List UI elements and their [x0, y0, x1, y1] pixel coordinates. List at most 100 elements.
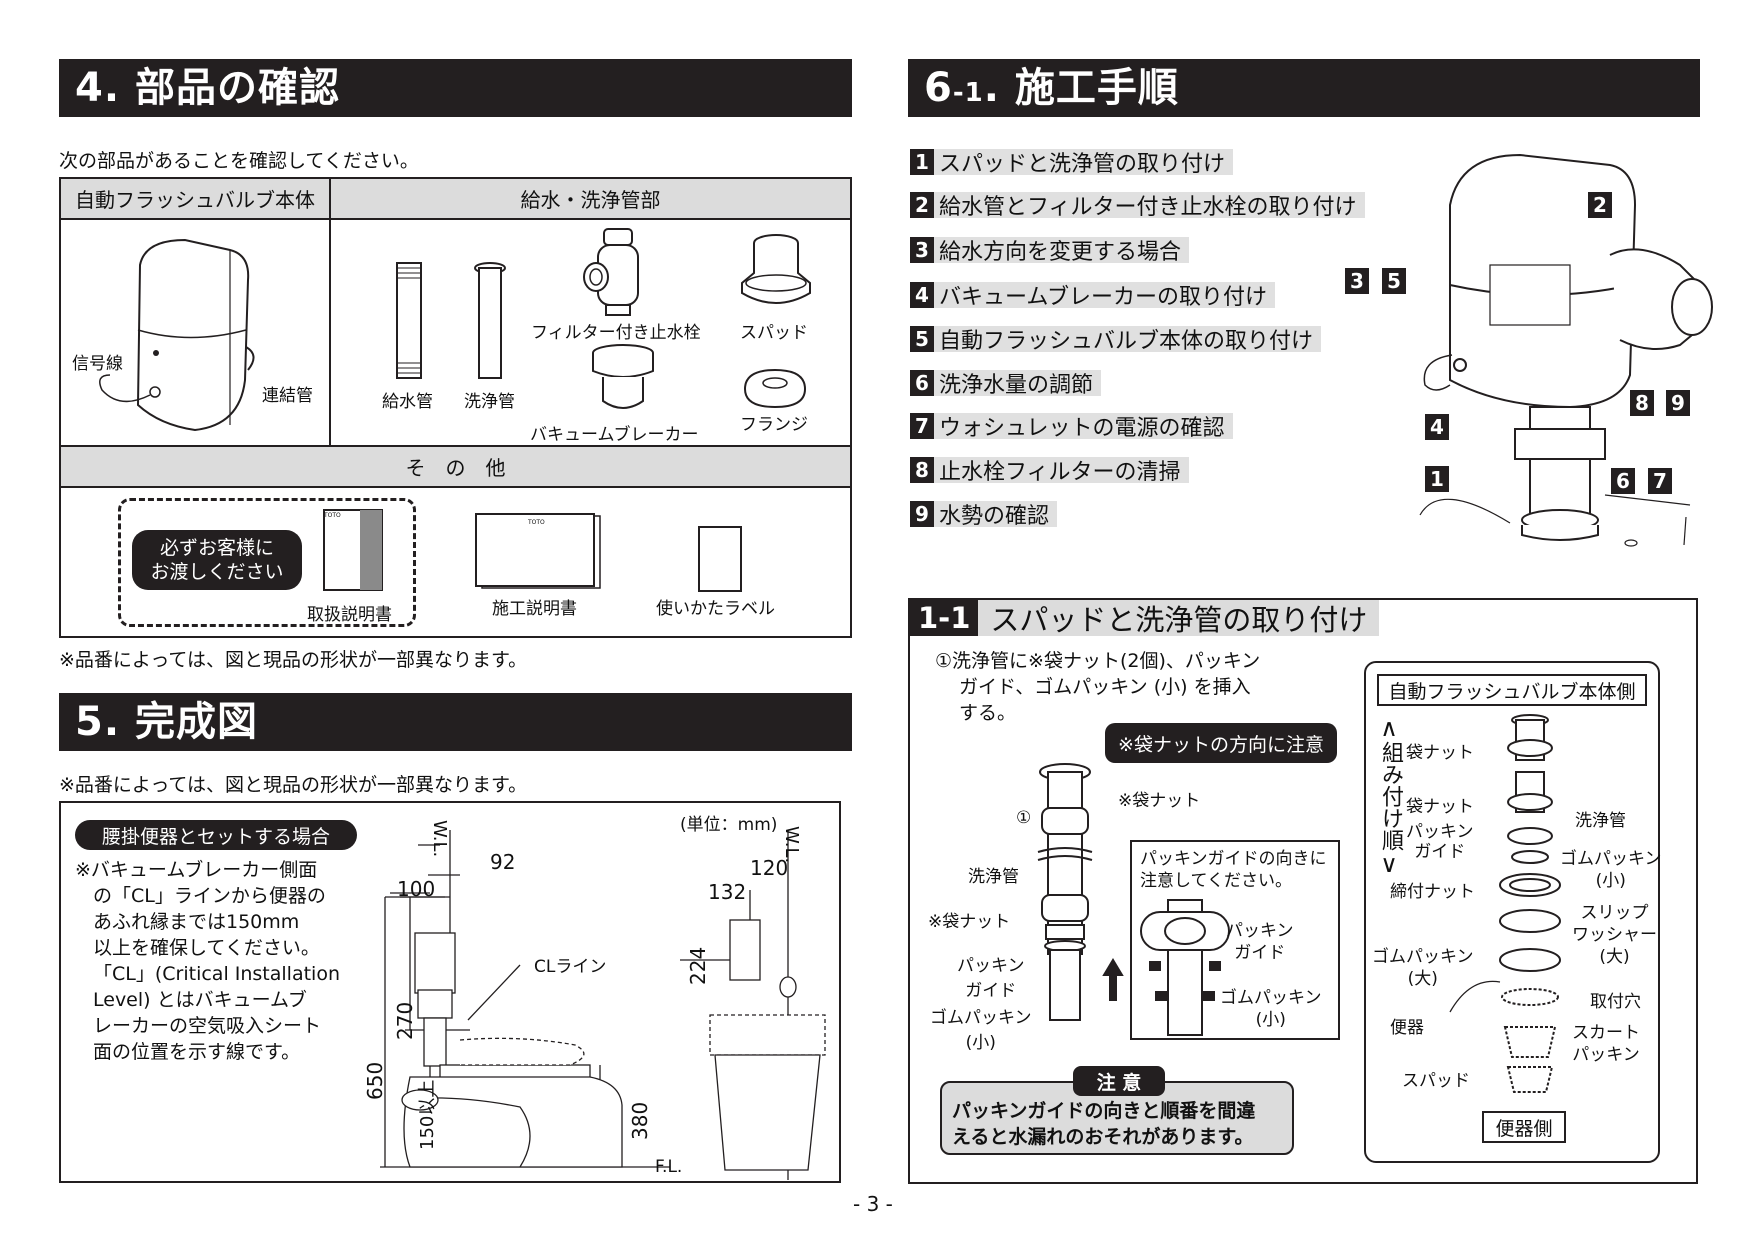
exp-label-rubber-small: ゴムパッキン (小) [1560, 849, 1662, 891]
section11-header: 1-1 スパッドと洗浄管の取り付け [910, 600, 1380, 637]
side-water-level: W.L. [429, 820, 450, 858]
exp-label-toilet: 便器 [1390, 1018, 1424, 1038]
assembly-overview-drawing [1419, 153, 1713, 547]
dim-92: 92 [490, 850, 516, 874]
dim-270: 270 [393, 1001, 417, 1040]
label-user-manual: 取扱説明書 [307, 605, 392, 625]
tag-8: 8 [1630, 390, 1654, 416]
label-usage-label: 使いかたラベル [656, 599, 775, 619]
inset-label-rubber: ゴムパッキン (小) [1220, 988, 1322, 1030]
toilet-set-badge: 腰掛便器とセットする場合 [75, 820, 357, 850]
parts-table [59, 177, 852, 638]
exploded-parts-drawing [1449, 714, 1561, 1093]
dim-224: 224 [686, 946, 710, 985]
exp-label-spud: スパッド [1402, 1071, 1470, 1091]
flush-pipe-assembly-drawing [1037, 763, 1124, 1021]
dim-650: 650 [363, 1061, 387, 1100]
section11-box [908, 598, 1698, 1184]
page-number: - 3 - [853, 1192, 893, 1216]
side-view-drawing [380, 830, 670, 1168]
label-connector-pipe: 連結管 [262, 386, 313, 406]
other-header: そ の 他 [61, 447, 850, 488]
section4-footnote: ※品番によっては、図と現品の形状が一部異なります。 [59, 649, 528, 671]
front-water-level: W.L. [781, 826, 802, 864]
label-vacuum-breaker: バキュームブレーカー [530, 425, 699, 445]
label-filter-valve: フィルター付き止水栓 [531, 323, 701, 343]
spud-illustration [741, 234, 811, 304]
section61-title: 6-1. 施工手順 [908, 59, 1700, 117]
dim-120: 120 [750, 856, 789, 880]
tag-1: 1 [1425, 466, 1449, 492]
exp-label-tighten-nut: 締付ナット [1390, 882, 1475, 902]
exp-label-hole: 取付穴 [1590, 992, 1641, 1012]
floor-level: F.L. [655, 1157, 683, 1177]
exp-label-nut2: 袋ナット [1406, 797, 1474, 817]
nut-direction-callout: ※袋ナットの方向に注意 [1105, 723, 1337, 763]
filter-valve-illustration [583, 228, 639, 316]
hand-over-group [118, 498, 416, 627]
tag-6: 6 [1611, 468, 1635, 494]
tag-3: 3 [1345, 268, 1369, 294]
label-rubber-packing-small: ゴムパッキン (小) [930, 1008, 1032, 1053]
flush-pipe-illustration [474, 262, 506, 379]
label-nut-top: ※袋ナット [1118, 791, 1201, 811]
exp-label-guide: パッキン ガイド [1406, 822, 1474, 862]
dim-380: 380 [628, 1101, 652, 1140]
label-signal-wire: 信号線 [72, 354, 123, 374]
col-header-main-unit: 自動フラッシュバルブ本体 [61, 179, 329, 220]
label-supply-pipe: 給水管 [382, 392, 433, 412]
exploded-view-box [1364, 661, 1660, 1163]
tag-2: 2 [1588, 192, 1612, 218]
inset-label-guide: パッキン ガイド [1226, 921, 1294, 963]
vacuum-breaker-illustration [592, 344, 654, 409]
flange-illustration [743, 368, 807, 409]
inset-packing-drawing [1140, 899, 1230, 1036]
install-manual-brand: TOTO [528, 519, 545, 526]
exploded-header: 自動フラッシュバルブ本体側 [1377, 674, 1647, 706]
completion-figure-box [59, 801, 841, 1183]
caution-title: 注 意 [1073, 1066, 1165, 1096]
cl-note: ※バキュームブレーカー側面 の「CL」ラインから便器の あふれ縁までは150mm… [75, 859, 340, 1063]
tag-5: 5 [1382, 268, 1406, 294]
label-nut-bottom: ※袋ナット [928, 912, 1011, 932]
section5-title: 5. 完成図 [59, 693, 852, 751]
assembly-order-vertical: ∧ 組み付け順 ∨ [1378, 714, 1403, 878]
section11-instruction: ①洗浄管に※袋ナット(2個)、パッキン ガイド、ゴムパッキン (小) を挿入 す… [935, 650, 1261, 724]
circle-one-label: ① [1016, 808, 1032, 828]
section4-intro: 次の部品があることを確認してください。 [59, 150, 419, 172]
dim-100: 100 [397, 877, 436, 901]
label-flange: フランジ [740, 415, 808, 435]
exp-label-rubber-large: ゴムパッキン (大) [1372, 947, 1474, 989]
user-manual-illustration [323, 509, 383, 591]
label-flush-pipe-11: 洗浄管 [968, 867, 1019, 887]
flush-valve-unit-illustration [99, 238, 255, 432]
cl-line-label: CLライン [534, 957, 607, 977]
tag-9: 9 [1666, 390, 1690, 416]
user-manual-brand: TOTO [324, 512, 341, 519]
dim-132: 132 [708, 880, 747, 904]
inset-caption: パッキンガイドの向きに 注意してください。 [1140, 849, 1327, 891]
col-header-supply: 給水・洗浄管部 [331, 179, 850, 220]
exp-label-pipe: 洗浄管 [1575, 811, 1626, 831]
label-flush-pipe: 洗浄管 [464, 392, 515, 412]
front-view-drawing [680, 830, 826, 1180]
install-manual-illustration [475, 513, 601, 589]
hand-over-note: 必ずお客様に お渡しください [132, 530, 302, 590]
tag-4: 4 [1425, 414, 1449, 440]
caution-text: パッキンガイドの向きと順番を間違 えると水漏れのおそれがあります。 [952, 1100, 1256, 1148]
exploded-footer: 便器側 [1482, 1111, 1566, 1143]
exp-label-slip-washer: スリップ ワッシャー (大) [1572, 903, 1657, 967]
supply-pipe-illustration [396, 262, 422, 379]
dim-150: 150以上 [417, 1079, 438, 1150]
section5-footnote: ※品番によっては、図と現品の形状が一部異なります。 [59, 774, 528, 796]
label-spud: スパッド [740, 323, 808, 343]
